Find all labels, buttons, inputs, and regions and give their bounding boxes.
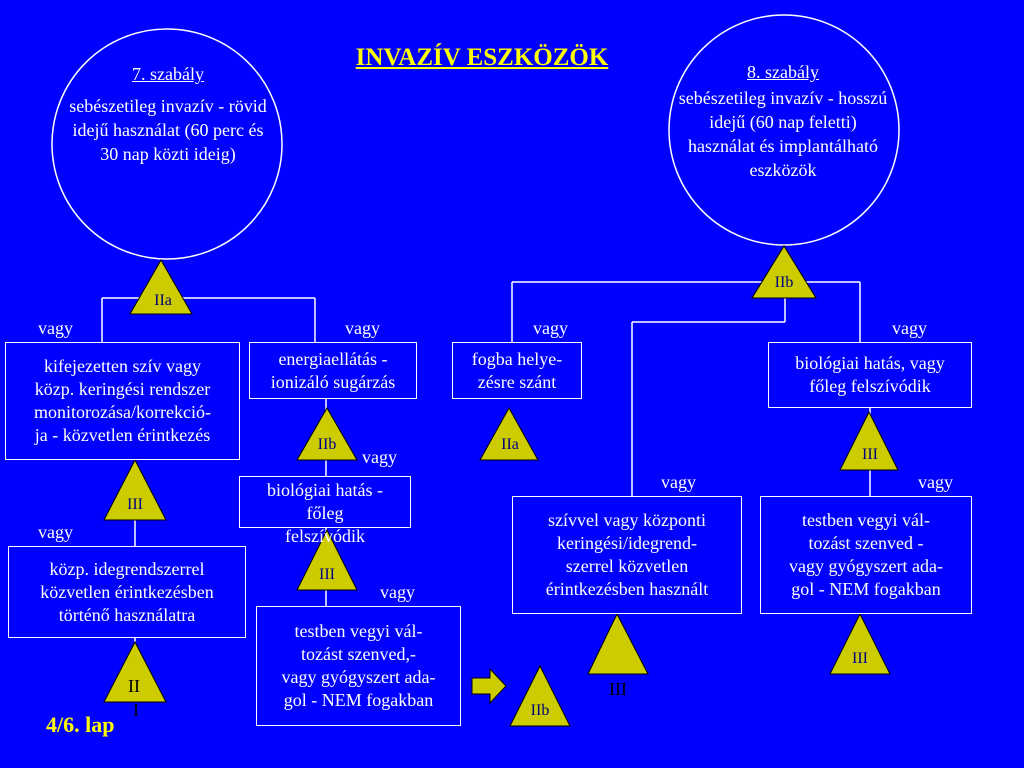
vagy-label: vagy [345, 318, 380, 338]
right-circle-text: 8. szabály sebészetileg invazív - hosszú… [678, 60, 888, 182]
vagy-label: vagy [38, 522, 73, 542]
vagy-label: vagy [380, 582, 415, 602]
vagy-label: vagy [918, 472, 953, 492]
class-label-iia: IIa [154, 292, 172, 309]
box-energia: energiaellátás - ionizáló sugárzás [249, 342, 417, 399]
triangle-iia-left [129, 258, 193, 315]
triangle-iii-sziv [103, 458, 167, 521]
class-label-iib: IIb [774, 274, 794, 291]
triangle-iib-energia [296, 406, 358, 461]
triangle-iib-bottom [509, 664, 571, 727]
triangle-iii-idegrendszer [103, 640, 167, 703]
class-label-iii: III [319, 566, 335, 583]
box-vegyi-right: testben vegyi vál- tozást szenved - vagy… [760, 496, 972, 614]
triangle-iii-right-bio [839, 410, 899, 471]
vagy-label: vagy [362, 447, 397, 467]
box-fogba: fogba helye- zésre szánt [452, 342, 582, 399]
arrow-right-icon [471, 667, 507, 705]
vagy-label: vagy [892, 318, 927, 338]
box-idegrendszer: közp. idegrendszerrel közvetlen érintkez… [8, 546, 246, 638]
class-label-iib: IIb [530, 702, 550, 719]
triangle-iii-szivvel [587, 612, 649, 675]
rule-8-desc: sebészetileg invazív - hosszú idejű (60 … [678, 88, 888, 180]
triangle-iii-biologiai-left [296, 528, 358, 591]
right-circle [668, 14, 900, 246]
box-sziv: kifejezetten szív vagy közp. keringési r… [5, 342, 240, 460]
rule-7-label: 7. szabály [132, 64, 204, 84]
vagy-label: vagy [533, 318, 568, 338]
vagy-label: vagy [661, 472, 696, 492]
triangle-iia-fogba [479, 406, 539, 461]
class-label-iii: III [862, 446, 878, 463]
class-label-iib: IIb [317, 436, 337, 453]
triangle-iii-vegyi-right [829, 612, 891, 675]
vagy-label: vagy [38, 318, 73, 338]
class-label-iii: III [609, 679, 627, 699]
page-number: 4/6. lap [46, 712, 115, 737]
box-szivvel: szívvel vagy központi keringési/idegrend… [512, 496, 742, 614]
left-circle [51, 28, 283, 260]
triangle-iib-right-top [751, 245, 817, 299]
left-circle-text: 7. szabály sebészetileg invazív - rövid … [68, 62, 268, 166]
box-biologiai-right: biológiai hatás, vagy főleg felszívódik [768, 342, 972, 408]
box-biologiai-left: biológiai hatás - főleg felszívódik [239, 476, 411, 546]
class-label-iii: III [127, 496, 143, 513]
page-title: INVAZÍV ESZKÖZÖK [355, 44, 609, 71]
rule-8-label: 8. szabály [747, 62, 819, 82]
class-label-iii-part-a: II [128, 676, 140, 696]
rule-7-desc: sebészetileg invazív - rövid idejű haszn… [69, 96, 267, 164]
class-label-iii: III [852, 650, 868, 667]
class-label-iia: IIa [501, 436, 519, 453]
class-label-iii-part-b: I [133, 700, 139, 720]
box-vegyi-left: testben vegyi vál- tozást szenved,- vagy… [256, 606, 461, 726]
